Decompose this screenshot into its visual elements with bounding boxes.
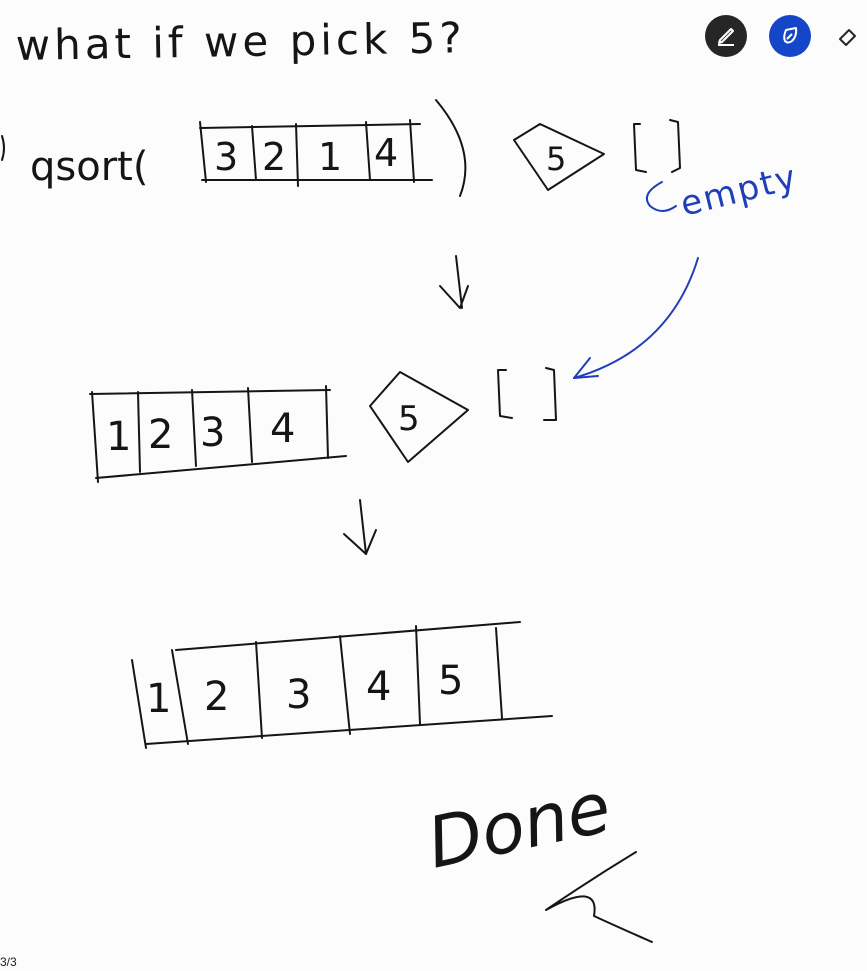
qsort-call-text: qsort( xyxy=(30,144,148,190)
step1-pivot-value: 5 xyxy=(546,140,566,178)
step1-array: 3 2 1 4 xyxy=(199,119,433,187)
step2-array: 1 2 3 4 xyxy=(89,385,347,483)
annotation-arrow xyxy=(573,257,699,379)
step1-cell-2: 1 xyxy=(318,135,342,179)
drop-icon xyxy=(783,27,798,44)
step2-cell-2: 3 xyxy=(200,410,225,456)
eraser-icon xyxy=(839,29,856,46)
highlighter-tool-button[interactable] xyxy=(769,15,811,57)
done-flourish xyxy=(545,851,653,943)
step2-cell-3: 4 xyxy=(270,406,295,452)
done-text: Done xyxy=(420,766,617,884)
heading-text: what if we pick 5? xyxy=(15,13,466,70)
step3-cell-2: 3 xyxy=(286,672,311,718)
step1-cell-3: 4 xyxy=(374,131,398,175)
step3-cell-4: 5 xyxy=(438,658,463,704)
down-arrow-2 xyxy=(343,499,377,555)
step2-cell-0: 1 xyxy=(106,414,131,460)
pen-tool-button[interactable] xyxy=(705,15,747,57)
step2-cell-1: 2 xyxy=(148,412,173,458)
step3-cell-0: 1 xyxy=(146,676,171,722)
step3-cell-3: 4 xyxy=(366,664,391,710)
empty-label: empty xyxy=(677,157,802,225)
step3-cell-1: 2 xyxy=(204,674,229,720)
step1-cell-1: 2 xyxy=(262,135,286,179)
step3-array: 1 2 3 4 5 xyxy=(131,621,553,749)
drawing-toolbar xyxy=(705,14,863,58)
eraser-tool-button[interactable] xyxy=(833,15,863,57)
step2-right-list xyxy=(497,367,557,421)
page-indicator: 3/3 xyxy=(0,955,17,969)
step1-pivot: 5 xyxy=(513,123,605,191)
close-paren xyxy=(435,99,467,197)
step1-right-list xyxy=(633,119,681,173)
step2-pivot: 5 xyxy=(369,371,469,463)
step2-pivot-value: 5 xyxy=(398,399,420,439)
down-arrow-1 xyxy=(439,255,469,309)
step1-cell-0: 3 xyxy=(214,135,238,179)
empty-annotation: empty xyxy=(573,157,802,379)
stray-mark xyxy=(1,135,5,161)
pen-icon xyxy=(718,28,734,46)
